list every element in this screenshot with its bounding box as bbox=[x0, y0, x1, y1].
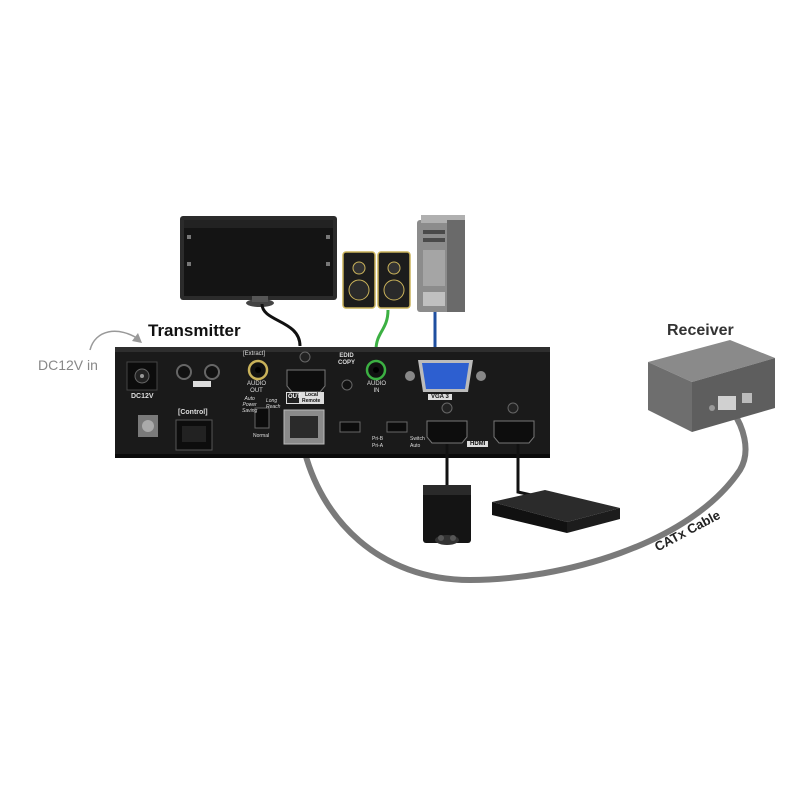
ir-jacks bbox=[176, 364, 220, 387]
local-remote-switch bbox=[286, 392, 324, 404]
receiver-device bbox=[648, 340, 775, 432]
edid-copy-button bbox=[341, 379, 353, 391]
dc-in-arrowhead bbox=[132, 333, 142, 343]
game-console-upright-icon bbox=[423, 485, 471, 545]
ground-screw bbox=[138, 415, 158, 437]
tv-icon bbox=[180, 216, 337, 307]
catx-cable-line bbox=[300, 409, 749, 584]
power-mode-switch bbox=[254, 407, 270, 429]
control-port bbox=[175, 419, 213, 451]
dip-switch-left bbox=[339, 421, 361, 433]
dip-switch-right bbox=[386, 421, 408, 433]
dc-in-label: DC12V in bbox=[38, 357, 98, 373]
vga-port bbox=[405, 360, 486, 392]
hdmi-in-2 bbox=[493, 402, 535, 444]
hdmi-in-1 bbox=[426, 402, 468, 444]
pc-tower-icon bbox=[417, 215, 465, 312]
audio-cable bbox=[374, 309, 390, 351]
audio-in-port bbox=[365, 359, 387, 381]
game-console-flat-icon bbox=[492, 490, 620, 533]
hdbaset-port bbox=[283, 409, 325, 445]
tv-cable bbox=[260, 303, 302, 347]
speakers-icon bbox=[342, 251, 411, 309]
receiver-label: Receiver bbox=[667, 322, 734, 339]
dc-in-arrow bbox=[89, 330, 141, 351]
audio-out-port bbox=[247, 359, 269, 381]
transmitter-label: Transmitter bbox=[148, 321, 241, 340]
dc-power-jack bbox=[126, 361, 158, 391]
hdmi-out-port bbox=[286, 351, 326, 393]
